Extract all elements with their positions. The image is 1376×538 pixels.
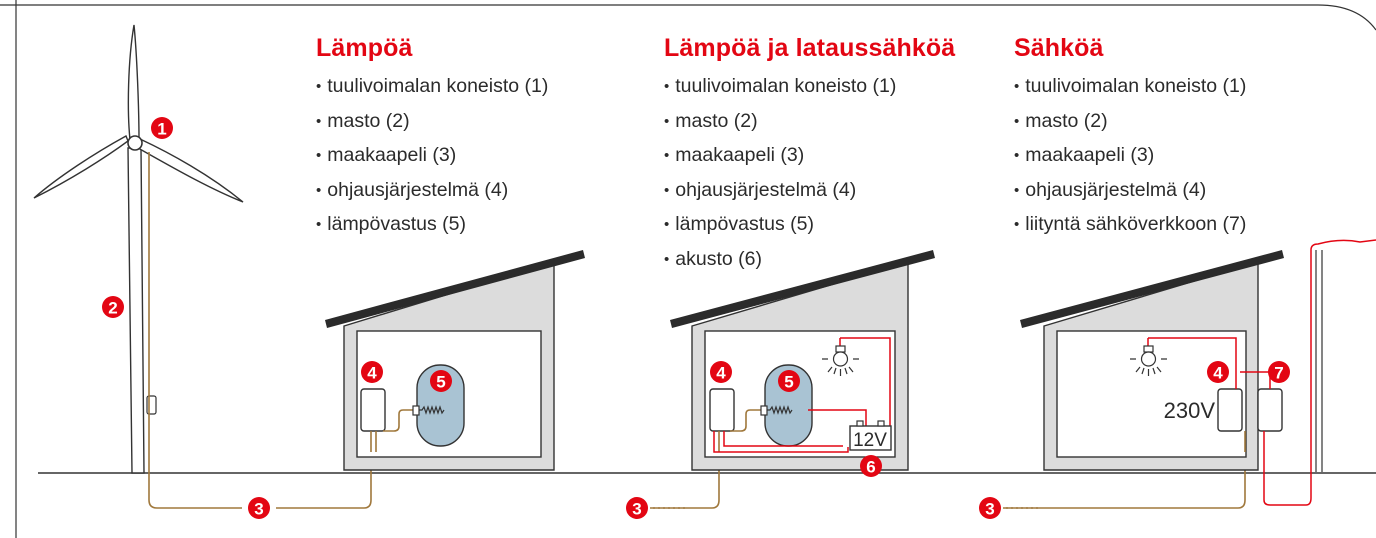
turbine-blade-right	[137, 137, 244, 203]
list-item: maakaapeli (3)	[1014, 139, 1246, 174]
list-item: tuulivoimalan koneisto (1)	[1014, 70, 1246, 105]
badge-3: 3	[979, 497, 1001, 519]
svg-text:7: 7	[1274, 364, 1283, 383]
list-item: ohjausjärjestelmä (4)	[664, 174, 955, 209]
badge-2: 2	[102, 296, 124, 318]
list-item: akusto (6)	[664, 243, 955, 278]
heating-element	[767, 405, 793, 415]
list-item: lämpövastus (5)	[316, 208, 548, 243]
control-unit	[360, 388, 386, 432]
badge-3: 3	[248, 497, 270, 519]
list-item: masto (2)	[1014, 105, 1246, 140]
svg-text:3: 3	[254, 500, 263, 519]
list-item: ohjausjärjestelmä (4)	[316, 174, 548, 209]
battery-label: 12V	[853, 430, 887, 451]
column-heat-and-charge: Lämpöä ja lataussähköä tuulivoimalan kon…	[664, 32, 955, 277]
list-item: masto (2)	[664, 105, 955, 140]
turbine-mast	[127, 147, 145, 474]
house-1	[325, 250, 585, 471]
badge-7: 7	[1268, 361, 1290, 383]
badge-3: 3	[626, 497, 648, 519]
list-item: maakaapeli (3)	[316, 139, 548, 174]
list-item: liityntä sähköverkkoon (7)	[1014, 208, 1246, 243]
control-unit	[1217, 388, 1243, 432]
badge-4: 4	[710, 361, 732, 383]
grid-meter	[1257, 388, 1283, 432]
svg-text:2: 2	[108, 299, 117, 318]
badge-6: 6	[860, 455, 882, 477]
list-item: masto (2)	[316, 105, 548, 140]
ground-cables	[148, 152, 1246, 509]
house-3: 230V	[1020, 239, 1376, 506]
svg-text:4: 4	[1213, 364, 1223, 383]
control-unit	[709, 388, 735, 432]
mast-cable	[148, 152, 372, 509]
list-item: maakaapeli (3)	[664, 139, 955, 174]
house3-cable	[1003, 455, 1246, 509]
list-item: ohjausjärjestelmä (4)	[1014, 174, 1246, 209]
column-title: Sähköä	[1014, 34, 1104, 62]
svg-text:3: 3	[632, 500, 641, 519]
badge-4: 4	[361, 361, 383, 383]
svg-text:5: 5	[436, 373, 445, 392]
svg-text:4: 4	[367, 364, 377, 383]
turbine-hub	[127, 135, 143, 151]
battery-box	[849, 425, 892, 451]
item-list: tuulivoimalan koneisto (1) masto (2) maa…	[316, 70, 548, 243]
column-electricity: Sähköä tuulivoimalan koneisto (1) masto …	[1014, 32, 1246, 243]
list-item: tuulivoimalan koneisto (1)	[316, 70, 548, 105]
svg-text:3: 3	[985, 500, 994, 519]
voltage-label: 230V	[1164, 398, 1216, 423]
house2-cable	[650, 455, 720, 509]
list-item: tuulivoimalan koneisto (1)	[664, 70, 955, 105]
badge-1: 1	[151, 117, 173, 139]
lamp-icon	[1130, 345, 1167, 376]
badge-5: 5	[430, 370, 452, 392]
wind-turbine	[33, 24, 244, 474]
roof	[1020, 250, 1284, 328]
turbine-blade-up	[127, 24, 140, 141]
item-list: tuulivoimalan koneisto (1) masto (2) maa…	[664, 70, 955, 277]
item-list: tuulivoimalan koneisto (1) masto (2) maa…	[1014, 70, 1246, 243]
column-title: Lämpöä ja lataussähköä	[664, 34, 956, 62]
heating-element	[419, 405, 445, 415]
list-item: lämpövastus (5)	[664, 208, 955, 243]
house-2: 12V	[670, 250, 935, 471]
lamp-icon	[822, 345, 859, 376]
turbine-blade-left	[33, 135, 129, 199]
grid-pole	[1315, 250, 1323, 472]
svg-text:6: 6	[866, 458, 875, 477]
column-heat: Lämpöä tuulivoimalan koneisto (1) masto …	[316, 32, 548, 243]
badge-5: 5	[778, 370, 800, 392]
badge-4: 4	[1207, 361, 1229, 383]
column-title: Lämpöä	[316, 34, 413, 62]
svg-text:4: 4	[716, 364, 726, 383]
red-wiring	[713, 337, 891, 453]
roof	[325, 250, 585, 328]
svg-text:5: 5	[784, 373, 793, 392]
svg-text:1: 1	[157, 120, 166, 139]
red-wiring	[1147, 239, 1376, 506]
